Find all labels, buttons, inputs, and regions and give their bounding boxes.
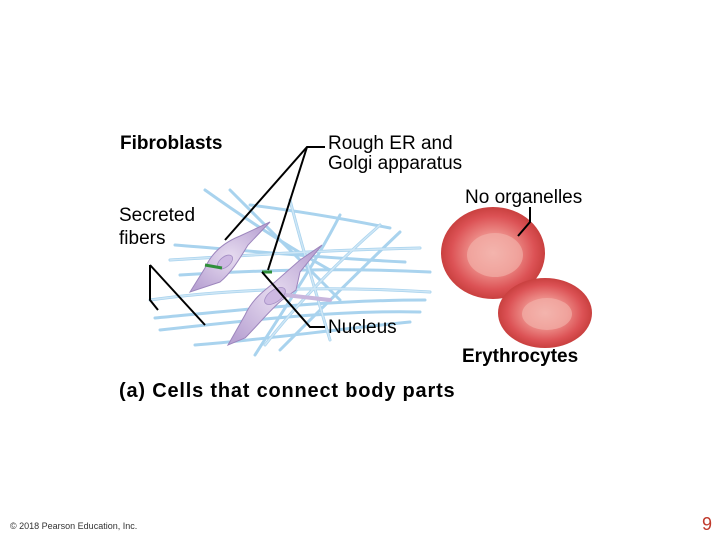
fibroblast-cell — [188, 221, 271, 293]
figure-caption: (a) Cells that connect body parts — [119, 380, 456, 402]
label-rough-er-line1: Rough ER and — [328, 133, 453, 154]
page-number: 9 — [701, 514, 712, 534]
label-nucleus: Nucleus — [328, 317, 397, 338]
label-secreted-line1: Secreted — [119, 205, 196, 226]
leader-lines — [149, 146, 531, 328]
label-no-organelles: No organelles — [465, 187, 583, 208]
red-blood-cell — [498, 278, 592, 348]
label-fibroblasts: Fibroblasts — [120, 133, 223, 154]
label-rough-er-line2: Golgi apparatus — [328, 153, 463, 174]
red-blood-cell — [441, 207, 545, 299]
label-erythrocytes: Erythrocytes — [462, 346, 579, 367]
label-secreted-line2: fibers — [119, 228, 166, 249]
copyright-notice: © 2018 Pearson Education, Inc. — [10, 521, 138, 531]
